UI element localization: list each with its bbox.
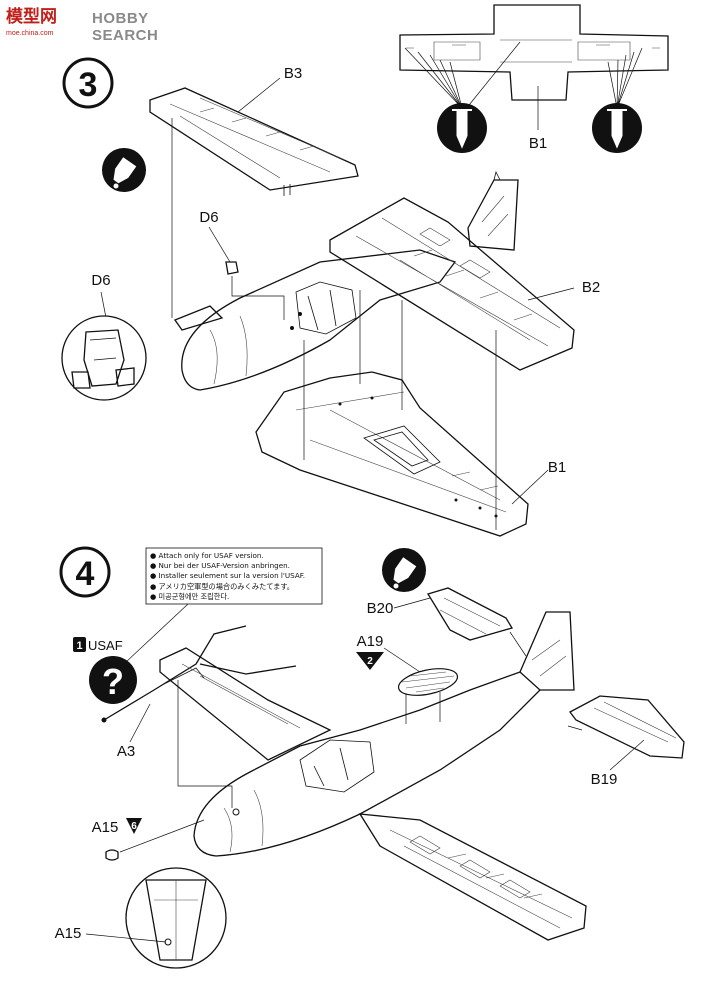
note-line-en: ● Attach only for USAF version. [150,551,264,560]
a15-quantity: 6 [131,821,137,832]
step-3-number: 3 [79,66,98,104]
note-line-fr: ● Installer seulement sur la version l'U… [150,571,305,580]
label-a15: A15 [92,819,119,836]
a19-quantity-marker [356,652,384,670]
note-box: ● Attach only for USAF version. ● Nur be… [125,547,323,663]
label-b1: B1 [548,459,566,476]
label-a3: A3 [117,743,135,760]
label-a19: A19 [357,633,384,650]
label-b20: B20 [367,600,394,617]
label-b3: B3 [284,65,302,82]
label-d6-detail: D6 [91,272,110,289]
label-a15-detail: A15 [55,925,82,942]
label-d6: D6 [199,209,218,226]
glue-bottle-icon-2 [382,548,426,592]
step-4: 4 ● Attach only for USAF version. ● Nur … [55,546,685,969]
option-usaf-text: USAF [88,638,123,653]
watermark-logo: 模型网 moe.china.com [6,6,57,37]
part-a15: A15 6 [92,818,205,861]
part-b3-upper-wing: B3 [149,65,359,196]
note-line-ko: ● 미공군형에만 조립한다. [150,592,229,601]
tail-fin-step3 [467,170,519,251]
watermark: 模型网 moe.china.com HOBBY SEARCH [4,4,174,44]
label-b2: B2 [582,279,600,296]
fuselage-step3 [181,249,457,391]
label-b19: B19 [591,771,618,788]
option-badge [73,637,86,652]
label-b1-top: B1 [529,135,547,152]
glue-detail-left [404,47,487,153]
a15-detail-callout: A15 [55,867,227,969]
a19-quantity: 2 [367,656,373,667]
note-line-de: ● Nur bei der USAF-Version anbringen. [150,561,290,570]
step-3-badge: 3 [62,57,114,109]
step-4-badge: 4 [59,546,111,598]
question-icon [89,656,137,704]
watermark-site-name: HOBBY SEARCH [92,10,159,44]
watermark-url: moe.china.com [6,30,54,37]
part-b1-wing-root-panel [399,4,669,130]
glue-bottle-icon [102,148,146,192]
note-line-ja: ● アメリカ空軍型の場合のみくみたてます。 [150,582,294,591]
part-b20-tailplane: B20 [367,587,527,657]
step-4-number: 4 [76,555,95,593]
a15-quantity-marker [126,818,142,834]
glue-detail-right [592,47,643,153]
part-b2-main-wing: B2 [329,197,600,371]
watermark-cn-logo: 模型网 [6,6,57,27]
d6-detail-callout: D6 [61,272,147,401]
part-d6 [225,261,239,275]
assembly-guides-step3 [171,118,497,530]
part-a3-antenna: A3 [101,625,297,808]
usaf-option: 1 USAF ? [73,637,137,704]
part-b19-tailplane: B19 [567,695,685,788]
option-badge-number: 1 [76,640,82,652]
part-a19: A19 2 [356,633,459,724]
part-b1-lower-wing: B1 [173,305,566,537]
question-mark: ? [102,661,124,702]
aircraft-assembly-step4 [159,611,587,941]
step-3: 3 B1 [61,4,669,537]
